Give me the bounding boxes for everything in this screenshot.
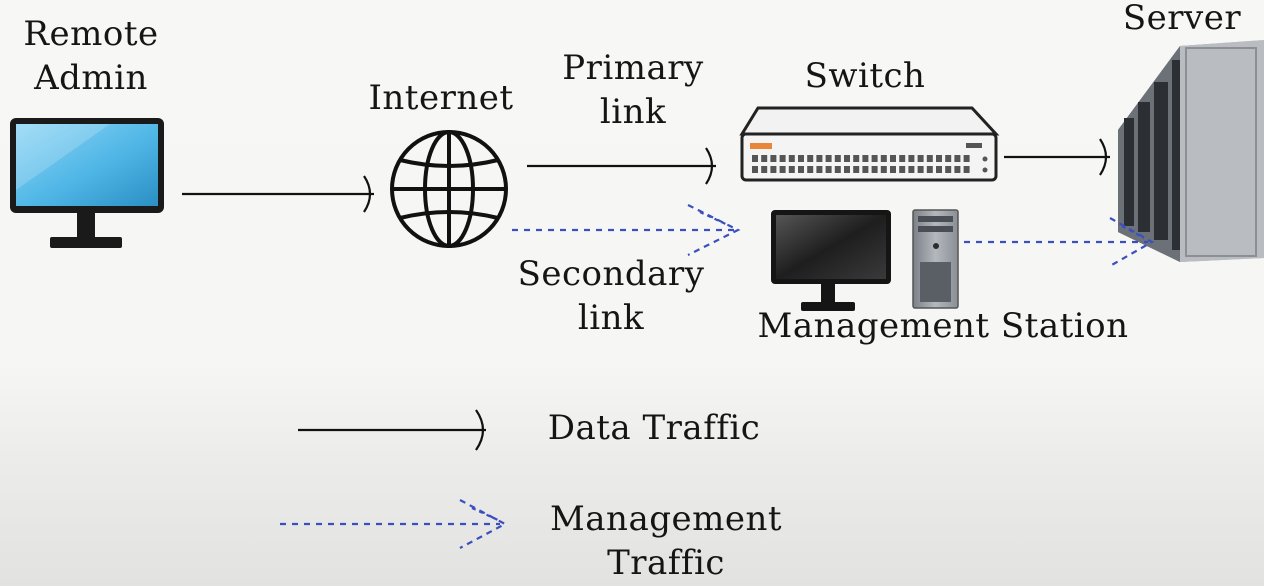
- switch-port: [871, 155, 878, 162]
- switch-port: [899, 166, 906, 173]
- switch-port: [862, 155, 869, 162]
- switch-port: [752, 166, 758, 173]
- arrow-secondary-link: [512, 204, 741, 256]
- switch-port: [954, 155, 961, 162]
- label-internet: Internet: [368, 78, 514, 118]
- label-management-station: Management Station: [757, 306, 1129, 346]
- switch-port: [761, 155, 768, 162]
- arrow-primary-link: [527, 147, 716, 185]
- switch-port: [862, 166, 869, 173]
- switch-port: [963, 155, 970, 162]
- switch-port: [936, 155, 942, 162]
- label-secondary-link-text: Secondary link: [517, 254, 705, 339]
- legend-management-traffic-label: Management Traffic: [532, 498, 800, 585]
- switch-led: [982, 167, 988, 173]
- switch-port: [890, 166, 896, 173]
- switch-port: [880, 166, 887, 173]
- switch-port: [936, 166, 942, 173]
- switch-port: [853, 166, 860, 173]
- switch-port: [917, 155, 924, 162]
- label-switch: Switch: [804, 56, 926, 96]
- server-rack-icon: [1118, 40, 1264, 262]
- switch-port: [825, 166, 832, 173]
- switch-port: [816, 155, 823, 162]
- switch-port: [908, 166, 915, 173]
- switch-port: [752, 155, 758, 162]
- switch-port: [779, 155, 786, 162]
- legend-data-traffic-label: Data Traffic: [547, 408, 761, 448]
- switch-port: [788, 155, 795, 162]
- arrow-remote-to-internet: [182, 175, 374, 213]
- switch-port: [899, 155, 906, 162]
- label-primary-link: Primary link: [548, 46, 718, 134]
- desktop-monitor-icon: [771, 210, 891, 311]
- switch-port: [908, 155, 915, 162]
- legend-management-arrow: [280, 499, 508, 549]
- arrow-switch-to-server: [1004, 138, 1110, 176]
- switch-port: [798, 166, 804, 173]
- switch-led: [982, 156, 988, 162]
- switch-port: [954, 166, 961, 173]
- switch-port: [816, 166, 823, 173]
- switch-port: [834, 166, 841, 173]
- switch-port: [963, 166, 970, 173]
- globe-icon: [390, 130, 508, 248]
- switch-port: [770, 166, 777, 173]
- switch-port: [788, 166, 795, 173]
- switch-port: [807, 166, 814, 173]
- switch-port: [798, 155, 804, 162]
- label-remote-admin-text: Remote Admin: [23, 14, 159, 99]
- switch-port: [779, 166, 786, 173]
- switch-port: [844, 155, 850, 162]
- switch-port: [926, 166, 933, 173]
- label-remote-admin: Remote Admin: [0, 12, 182, 100]
- switch-port: [825, 155, 832, 162]
- legend-data-arrow: [298, 409, 486, 451]
- switch-icon: [739, 106, 1000, 182]
- switch-port: [890, 155, 896, 162]
- switch-port: [853, 155, 860, 162]
- monitor-icon: [10, 118, 164, 248]
- switch-port: [761, 166, 768, 173]
- switch-port: [871, 166, 878, 173]
- switch-port: [807, 155, 814, 162]
- switch-port: [770, 155, 777, 162]
- switch-port: [945, 166, 952, 173]
- switch-port: [844, 166, 850, 173]
- legend-management-traffic-text: Management Traffic: [549, 499, 783, 583]
- arrow-station-to-server: [964, 217, 1155, 267]
- tower-pc-icon: [912, 209, 959, 309]
- switch-port: [834, 155, 841, 162]
- label-primary-link-text: Primary link: [562, 48, 704, 133]
- label-secondary-link: Secondary link: [506, 252, 716, 340]
- label-server: Server: [1122, 0, 1242, 38]
- switch-port: [880, 155, 887, 162]
- switch-port: [926, 155, 933, 162]
- switch-port: [917, 166, 924, 173]
- switch-port: [945, 155, 952, 162]
